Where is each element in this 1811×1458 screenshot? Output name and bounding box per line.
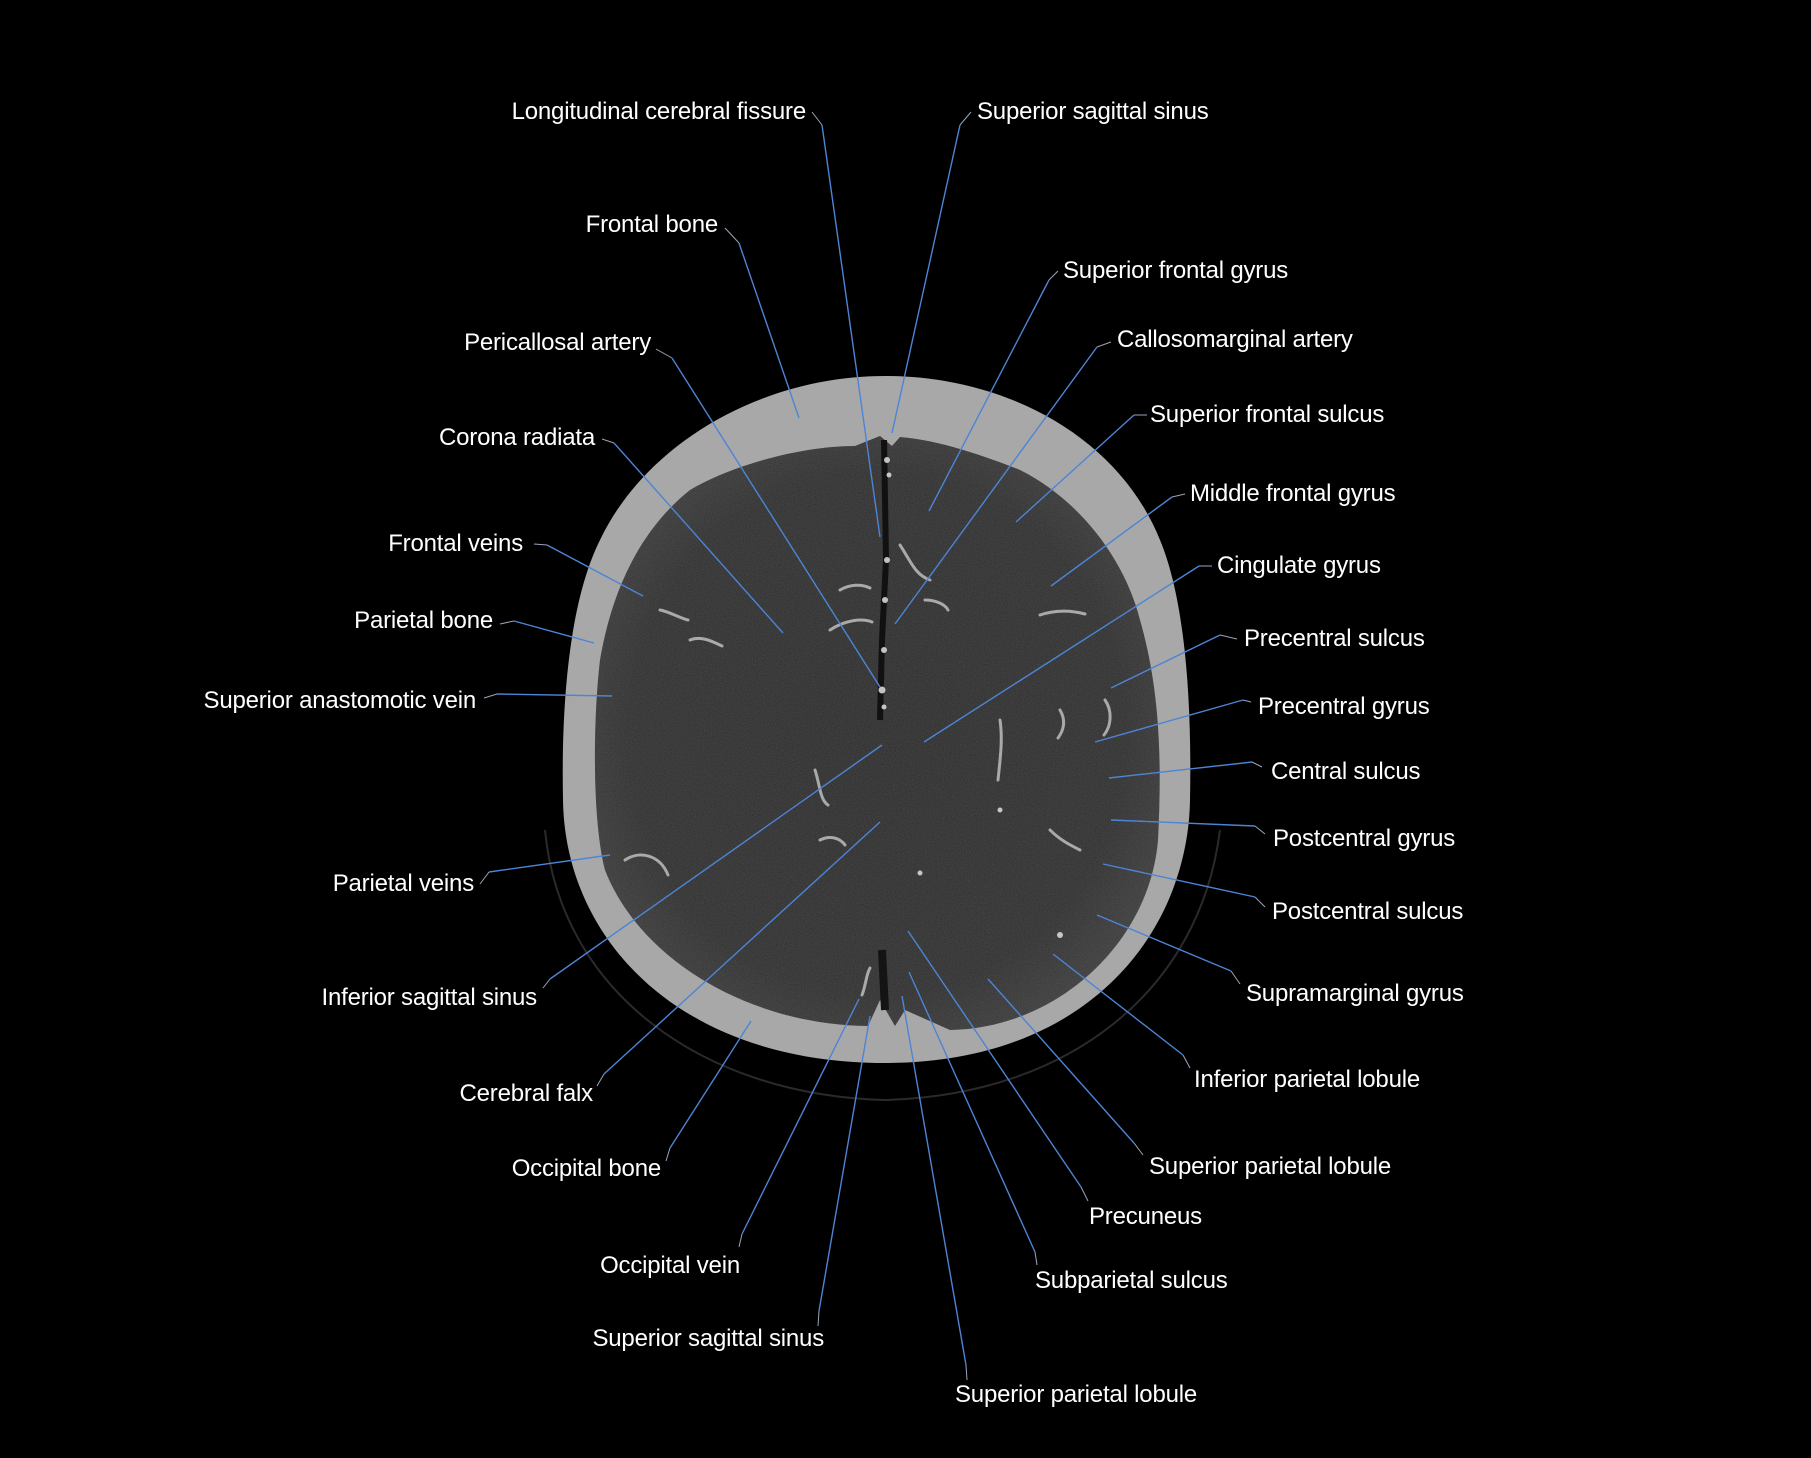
label-pericallosal-artery: Pericallosal artery: [464, 329, 651, 356]
head-holder-arc: [544, 829, 1221, 1102]
label-superior-sagittal-sinus-bottom: Superior sagittal sinus: [592, 1325, 824, 1352]
label-precentral-gyrus: Precentral gyrus: [1258, 693, 1430, 720]
leader-tick-occipital-vein: [738, 1233, 743, 1248]
label-superior-parietal-lobule-right: Superior parietal lobule: [1149, 1153, 1392, 1180]
leader-line-precentral-sulcus: [1110, 634, 1221, 689]
label-postcentral-sulcus: Postcentral sulcus: [1272, 898, 1464, 925]
leader-tick-superior-anastomotic-vein: [483, 693, 498, 699]
leader-tick-parietal-bone: [499, 620, 515, 625]
label-superior-sagittal-sinus-top: Superior sagittal sinus: [977, 98, 1209, 125]
leader-tick-precentral-sulcus: [1219, 634, 1238, 640]
leader-tick-callosomarginal-artery: [1096, 341, 1112, 348]
leader-line-postcentral-gyrus: [1110, 819, 1256, 827]
leader-line-inferior-parietal-lobule: [1052, 953, 1184, 1056]
leader-tick-corona-radiata: [601, 438, 615, 444]
label-superior-frontal-gyrus: Superior frontal gyrus: [1063, 257, 1289, 284]
leader-line-middle-frontal-gyrus: [1050, 496, 1173, 587]
label-frontal-bone: Frontal bone: [585, 211, 719, 238]
leader-line-frontal-veins: [546, 544, 644, 597]
posterior-fissure: [878, 949, 889, 1011]
leader-tick-postcentral-gyrus: [1254, 825, 1266, 835]
leader-line-central-sulcus: [1108, 761, 1253, 779]
label-parietal-veins: Parietal veins: [332, 870, 474, 897]
leader-line-superior-sagittal-sinus-bottom: [818, 1015, 871, 1312]
label-superior-parietal-lobule-bottom: Superior parietal lobule: [955, 1381, 1198, 1408]
leader-line-postcentral-sulcus: [1102, 863, 1256, 898]
leader-line-superior-parietal-lobule-right: [987, 978, 1135, 1144]
leader-tick-superior-sagittal-sinus-bottom: [817, 1310, 820, 1327]
leader-tick-superior-parietal-lobule-bottom: [965, 1364, 968, 1381]
enhanced-vessels: [623, 543, 1112, 997]
label-central-sulcus: Central sulcus: [1271, 758, 1421, 785]
label-frontal-veins: Frontal veins: [388, 530, 523, 557]
label-cerebral-falx: Cerebral falx: [459, 1080, 594, 1107]
leader-line-supramarginal-gyrus: [1096, 914, 1232, 972]
leader-line-subparietal-sulcus: [908, 971, 1036, 1253]
leader-tick-superior-sagittal-sinus-top: [959, 111, 972, 126]
label-parietal-bone: Parietal bone: [354, 607, 493, 634]
leader-line-superior-parietal-lobule-bottom: [901, 995, 967, 1366]
leader-line-callosomarginal-artery: [894, 346, 1098, 625]
label-corona-radiata: Corona radiata: [439, 424, 595, 451]
leader-line-frontal-bone: [738, 242, 800, 419]
leader-line-pericallosal-artery: [671, 357, 881, 688]
label-precuneus: Precuneus: [1089, 1203, 1202, 1230]
label-superior-frontal-sulcus: Superior frontal sulcus: [1150, 401, 1385, 428]
leader-line-superior-frontal-sulcus: [1015, 414, 1135, 523]
label-subparietal-sulcus: Subparietal sulcus: [1035, 1267, 1228, 1294]
leader-tick-pericallosal-artery: [655, 348, 673, 359]
leader-line-parietal-bone: [513, 620, 595, 644]
leader-tick-occipital-bone: [665, 1147, 671, 1162]
leader-line-longitudinal-cerebral-fissure: [821, 124, 881, 538]
label-postcentral-gyrus: Postcentral gyrus: [1273, 825, 1456, 852]
leader-tick-precentral-gyrus: [1242, 699, 1252, 703]
label-occipital-bone: Occipital bone: [511, 1155, 661, 1182]
label-precentral-sulcus: Precentral sulcus: [1244, 625, 1425, 652]
leader-tick-postcentral-sulcus: [1254, 896, 1266, 908]
label-superior-anastomotic-vein: Superior anastomotic vein: [203, 687, 477, 714]
leader-line-occipital-vein: [741, 998, 860, 1235]
label-longitudinal-cerebral-fissure: Longitudinal cerebral fissure: [511, 98, 807, 125]
leader-line-precentral-gyrus: [1094, 699, 1244, 743]
leader-line-superior-anastomotic-vein: [496, 693, 613, 697]
leader-line-parietal-veins: [488, 854, 611, 873]
leader-tick-central-sulcus: [1251, 761, 1263, 768]
leader-tick-subparietal-sulcus: [1034, 1251, 1038, 1266]
leader-line-corona-radiata: [613, 442, 784, 634]
label-callosomarginal-artery: Callosomarginal artery: [1117, 326, 1353, 353]
leader-tick-longitudinal-cerebral-fissure: [811, 111, 823, 126]
leader-line-precuneus: [907, 930, 1082, 1188]
leader-line-cingulate-gyrus: [923, 565, 1200, 743]
brain-texture: [594, 436, 1160, 1030]
leader-line-superior-sagittal-sinus-top: [891, 124, 961, 434]
leader-tick-cerebral-falx: [596, 1073, 605, 1087]
leader-line-inferior-sagittal-sinus: [549, 744, 883, 980]
leader-tick-superior-parietal-lobule-right: [1133, 1142, 1144, 1156]
leader-tick-frontal-bone: [724, 227, 740, 244]
label-cingulate-gyrus: Cingulate gyrus: [1217, 552, 1381, 579]
label-supramarginal-gyrus: Supramarginal gyrus: [1246, 980, 1464, 1007]
leader-tick-supramarginal-gyrus: [1230, 970, 1241, 985]
leader-tick-inferior-sagittal-sinus: [542, 978, 551, 989]
label-middle-frontal-gyrus: Middle frontal gyrus: [1190, 480, 1396, 507]
leader-tick-frontal-veins: [533, 543, 548, 546]
label-occipital-vein: Occipital vein: [600, 1252, 740, 1279]
leader-tick-precuneus: [1080, 1186, 1089, 1202]
leader-line-occipital-bone: [669, 1020, 752, 1149]
leader-line-cerebral-falx: [603, 821, 881, 1075]
label-inferior-sagittal-sinus: Inferior sagittal sinus: [321, 984, 537, 1011]
leader-lines: [479, 111, 1266, 1381]
enhanced-vessel-dots: [878, 457, 1063, 938]
leader-tick-parietal-veins: [479, 871, 490, 885]
leader-tick-inferior-parietal-lobule: [1182, 1054, 1191, 1069]
leader-tick-middle-frontal-gyrus: [1171, 493, 1186, 498]
leader-line-superior-frontal-gyrus: [928, 279, 1050, 512]
leader-tick-superior-frontal-gyrus: [1048, 270, 1059, 281]
label-inferior-parietal-lobule: Inferior parietal lobule: [1194, 1066, 1421, 1093]
